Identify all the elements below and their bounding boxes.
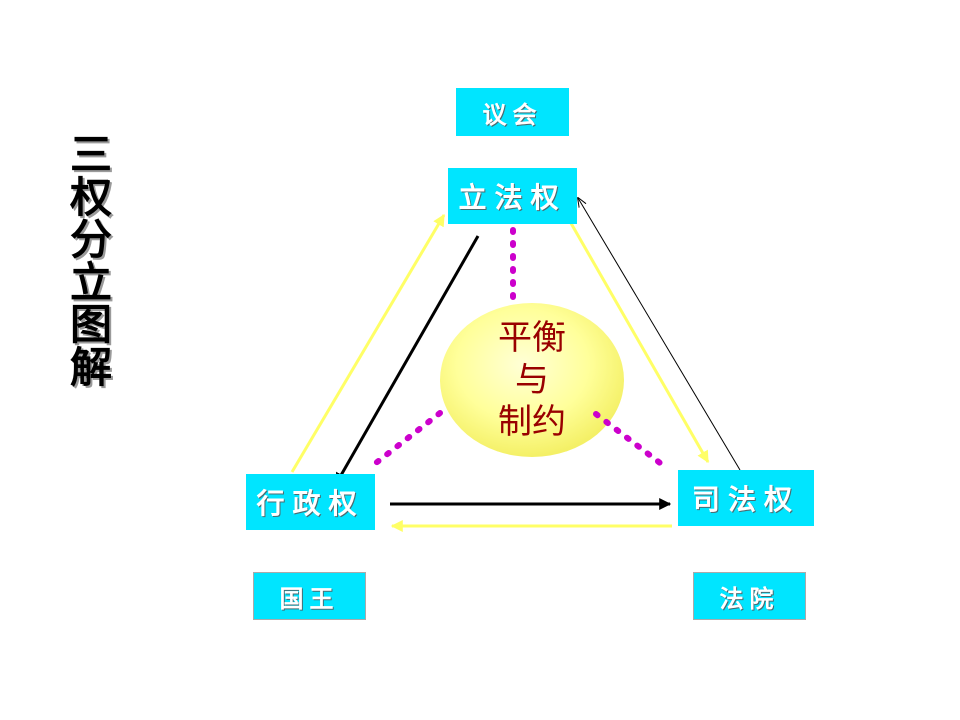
balance-ellipse (440, 303, 624, 457)
title-char: 三 (69, 130, 112, 179)
arrow-executive-to-legislative (290, 213, 446, 473)
judicial-power-box: 司法权 (678, 470, 814, 526)
executive-power-box: 行政权 (246, 474, 375, 530)
parliament-box: 议会 (456, 88, 569, 136)
king-box: 国王 (253, 572, 366, 620)
arrow-legislative-to-executive (334, 235, 480, 486)
title-char: 权 (69, 172, 112, 222)
legislative-power-box: 立法权 (448, 168, 577, 224)
balance-text: 平衡 与 制约 (440, 303, 624, 457)
title-char: 立 (69, 257, 112, 307)
dotted-link-right (593, 411, 667, 469)
balance-line-3: 制约 (498, 402, 566, 442)
title-char: 图 (69, 300, 112, 349)
court-box: 法院 (693, 572, 806, 620)
title-char: 解 (69, 342, 112, 392)
dotted-link-left (369, 410, 443, 469)
balance-line-2: 与 (515, 360, 549, 400)
title-char: 分 (69, 215, 112, 264)
balance-line-1: 平衡 (498, 318, 566, 358)
arrow-judicial-to-legislative (578, 198, 741, 471)
vertical-title: 三 权 分 立 图 解 (66, 130, 116, 392)
arrow-legislative-to-judicial (566, 217, 710, 464)
